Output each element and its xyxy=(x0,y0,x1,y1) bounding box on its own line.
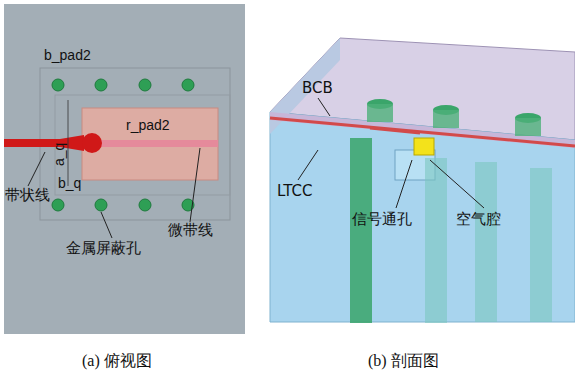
part-label: 金属屏蔽孔 xyxy=(66,240,141,257)
leader-line xyxy=(430,160,484,208)
subfigure-caption: (a) 俯视图 xyxy=(82,352,152,370)
air-cavity xyxy=(414,138,434,155)
leader-line xyxy=(101,212,112,238)
dimension-label: a_q xyxy=(52,143,67,166)
part-label: BCB xyxy=(302,80,333,97)
part-label: 微带线 xyxy=(168,222,213,239)
part-label: 带状线 xyxy=(5,187,50,204)
dim-line xyxy=(68,100,69,186)
microstrip xyxy=(100,140,218,147)
stripline xyxy=(4,135,84,151)
leader-line xyxy=(190,148,200,222)
signal-line xyxy=(370,128,420,133)
substrate-top xyxy=(4,4,245,334)
part-label: 空气腔 xyxy=(456,211,501,228)
leader-line xyxy=(28,152,45,186)
pad-circle xyxy=(82,133,102,153)
shield-vias xyxy=(52,79,194,211)
subfigure-caption: (b) 剖面图 xyxy=(368,352,439,370)
ltcc-body xyxy=(270,112,575,322)
leader-line xyxy=(318,98,330,116)
leader-line xyxy=(298,150,318,180)
part-label: LTCC xyxy=(277,183,313,200)
vias-3d xyxy=(350,99,552,323)
dimension-label: b_q xyxy=(58,176,81,191)
part-label: 信号通孔 xyxy=(352,211,412,228)
dimension-label: b_pad2 xyxy=(44,48,91,63)
leader-line xyxy=(396,160,412,208)
dimension-label: r_pad2 xyxy=(126,118,170,133)
